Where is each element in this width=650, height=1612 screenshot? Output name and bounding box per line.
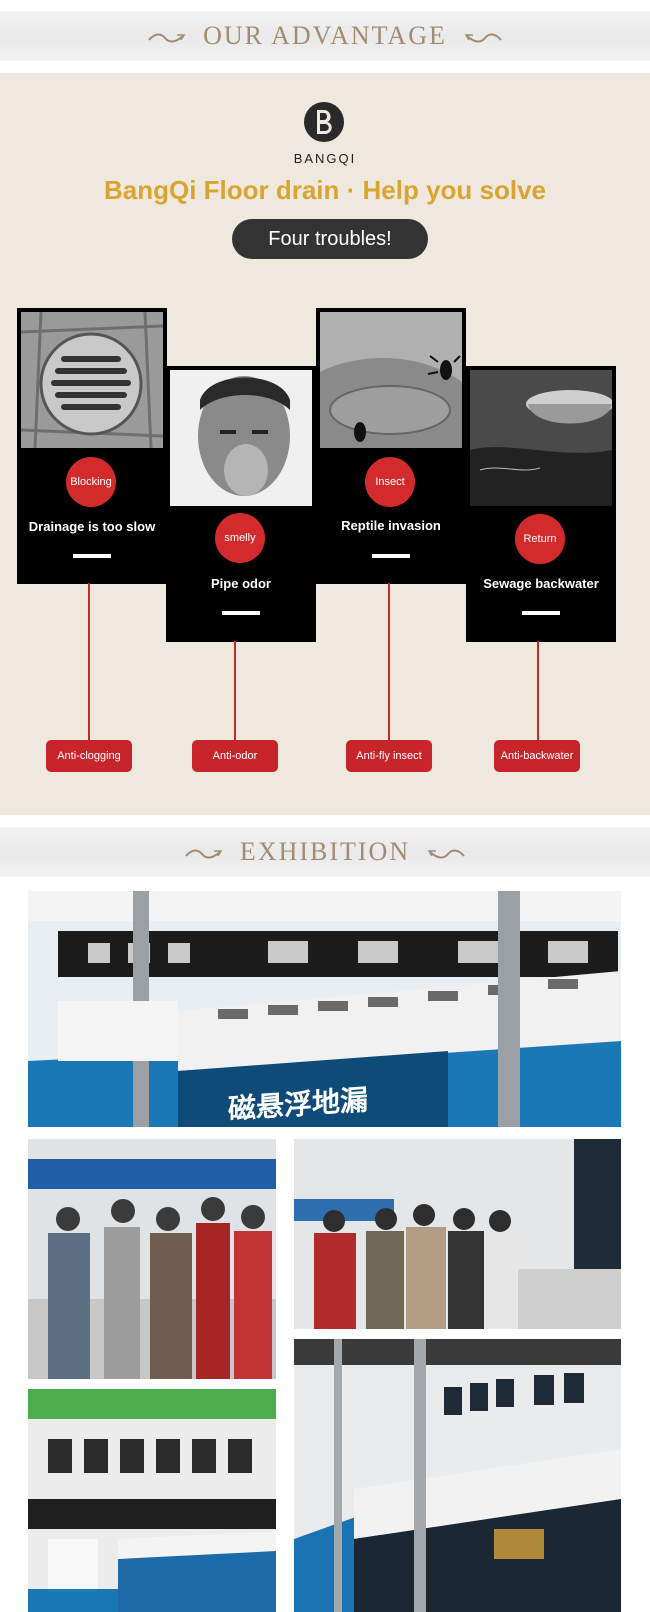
- exhibition-booth-photo-2: [294, 1339, 621, 1612]
- headline: BangQi Floor drain · Help you solve: [103, 175, 547, 205]
- swirl-ornament-icon: [185, 849, 223, 859]
- solution-tag-anti-backwater: Anti-backwater: [494, 740, 580, 772]
- badge-insect: Insect: [365, 457, 415, 507]
- solution-tag-anti-clogging: Anti-clogging: [46, 740, 132, 772]
- insect-on-basin-photo: [320, 312, 462, 448]
- card-text: Pipe odor: [211, 576, 271, 591]
- advantage-title: OUR ADVANTAGE: [203, 21, 447, 50]
- exhibition-gallery: 磁悬浮地漏: [0, 873, 650, 1612]
- advantage-banner-title-row: OUR ADVANTAGE: [0, 11, 650, 61]
- trouble-card-smelly: smelly Pipe odor: [166, 366, 316, 642]
- card-text: Drainage is too slow: [28, 519, 156, 534]
- four-troubles-pill: Four troubles!: [232, 219, 428, 259]
- connector-line: [88, 583, 90, 741]
- swirl-ornament-icon: [464, 33, 502, 43]
- badge-return: Return: [515, 514, 565, 564]
- advantage-panel: BANGQI BangQi Floor drain · Help you sol…: [0, 73, 650, 815]
- exhibition-booth-photo: 磁悬浮地漏: [28, 891, 621, 1127]
- exhibition-banner-title-row: EXHIBITION: [0, 827, 650, 877]
- badge-smelly: smelly: [215, 513, 265, 563]
- water-overflow-photo: [470, 370, 612, 506]
- trouble-card-return: Return Sewage backwater: [466, 366, 616, 642]
- card-text: Sewage backwater: [483, 576, 599, 591]
- card-divider: [372, 554, 410, 558]
- card-divider: [522, 611, 560, 615]
- advantage-banner: OUR ADVANTAGE: [0, 11, 650, 61]
- solution-tag-anti-odor: Anti-odor: [192, 740, 278, 772]
- trouble-card-blocking: Blocking Drainage is too slow: [17, 308, 167, 584]
- swirl-ornament-icon: [148, 33, 186, 43]
- connector-line: [388, 583, 390, 741]
- exhibition-title: EXHIBITION: [239, 837, 411, 866]
- exhibition-banner: EXHIBITION: [0, 827, 650, 877]
- trouble-card-insect: Insect Reptile invasion: [316, 308, 466, 584]
- floor-drain-photo: [21, 312, 163, 448]
- exhibition-crowd-photo-2: [294, 1139, 621, 1329]
- card-text: Reptile invasion: [341, 518, 441, 533]
- exhibition-booth-photo-3: [28, 1389, 276, 1612]
- card-divider: [73, 554, 111, 558]
- connector-line: [537, 641, 539, 741]
- swirl-ornament-icon: [427, 849, 465, 859]
- bangqi-logo-icon: [304, 102, 344, 142]
- man-covering-nose-photo: [170, 370, 312, 506]
- solution-tag-anti-fly-insect: Anti-fly insect: [346, 740, 432, 772]
- card-divider: [222, 611, 260, 615]
- connector-line: [234, 641, 236, 741]
- exhibition-crowd-photo-1: [28, 1139, 276, 1379]
- badge-blocking: Blocking: [66, 457, 116, 507]
- brand-name: BANGQI: [293, 151, 357, 166]
